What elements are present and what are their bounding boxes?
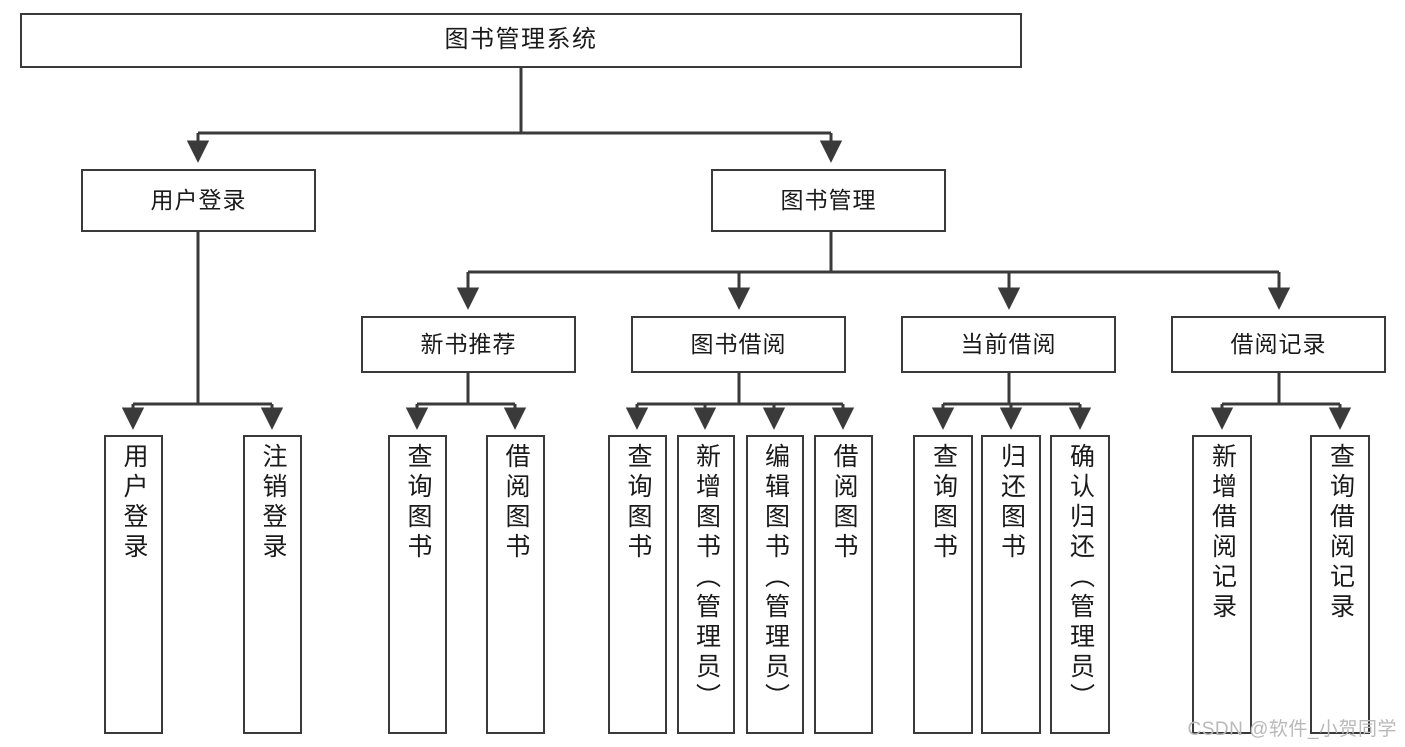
node-label: 编辑图书（管理员） <box>761 443 790 713</box>
leaf-return-book[interactable]: 归还图书 <box>981 435 1041 734</box>
leaf-borrow-book-1[interactable]: 借阅图书 <box>486 435 545 734</box>
node-borrow-record[interactable]: 借阅记录 <box>1171 316 1386 373</box>
leaf-query-book-1[interactable]: 查询图书 <box>388 435 447 734</box>
node-label: 归还图书 <box>997 443 1026 563</box>
node-book-borrow[interactable]: 图书借阅 <box>631 316 846 373</box>
node-label: 查询图书 <box>624 443 652 563</box>
leaf-borrow-book-2[interactable]: 借阅图书 <box>814 435 873 734</box>
node-label: 图书管理系统 <box>444 26 598 54</box>
node-label: 借阅图书 <box>502 443 530 563</box>
leaf-edit-book-admin[interactable]: 编辑图书（管理员） <box>746 435 804 734</box>
node-new-book-recommend[interactable]: 新书推荐 <box>361 316 576 373</box>
node-label: 借阅图书 <box>830 443 858 563</box>
node-root-book-management-system[interactable]: 图书管理系统 <box>20 13 1022 68</box>
leaf-query-borrow-record[interactable]: 查询借阅记录 <box>1310 435 1370 734</box>
leaf-query-book-3[interactable]: 查询图书 <box>913 435 973 734</box>
node-label: 当前借阅 <box>960 330 1057 357</box>
node-label: 新增图书（管理员） <box>692 443 721 713</box>
node-user-login[interactable]: 用户登录 <box>81 169 316 232</box>
leaf-confirm-return-admin[interactable]: 确认归还（管理员） <box>1050 435 1110 734</box>
node-label: 借阅记录 <box>1230 330 1327 357</box>
node-label: 图书管理 <box>780 186 877 213</box>
node-current-borrow[interactable]: 当前借阅 <box>901 316 1116 373</box>
leaf-add-book-admin[interactable]: 新增图书（管理员） <box>677 435 735 734</box>
node-label: 查询图书 <box>929 443 958 563</box>
leaf-add-borrow-record[interactable]: 新增借阅记录 <box>1192 435 1252 734</box>
node-label: 注销登录 <box>259 443 287 563</box>
node-label: 图书借阅 <box>690 330 787 357</box>
leaf-user-login[interactable]: 用户登录 <box>104 435 163 734</box>
node-label: 查询借阅记录 <box>1326 443 1355 623</box>
node-label: 确认归还（管理员） <box>1066 443 1095 713</box>
leaf-query-book-2[interactable]: 查询图书 <box>608 435 667 734</box>
node-label: 用户登录 <box>150 186 247 213</box>
leaf-logout-login[interactable]: 注销登录 <box>243 435 302 734</box>
node-label: 新书推荐 <box>420 330 517 357</box>
node-label: 查询图书 <box>404 443 432 563</box>
node-label: 新增借阅记录 <box>1208 443 1237 623</box>
node-book-manage[interactable]: 图书管理 <box>711 169 946 232</box>
node-label: 用户登录 <box>120 443 148 563</box>
